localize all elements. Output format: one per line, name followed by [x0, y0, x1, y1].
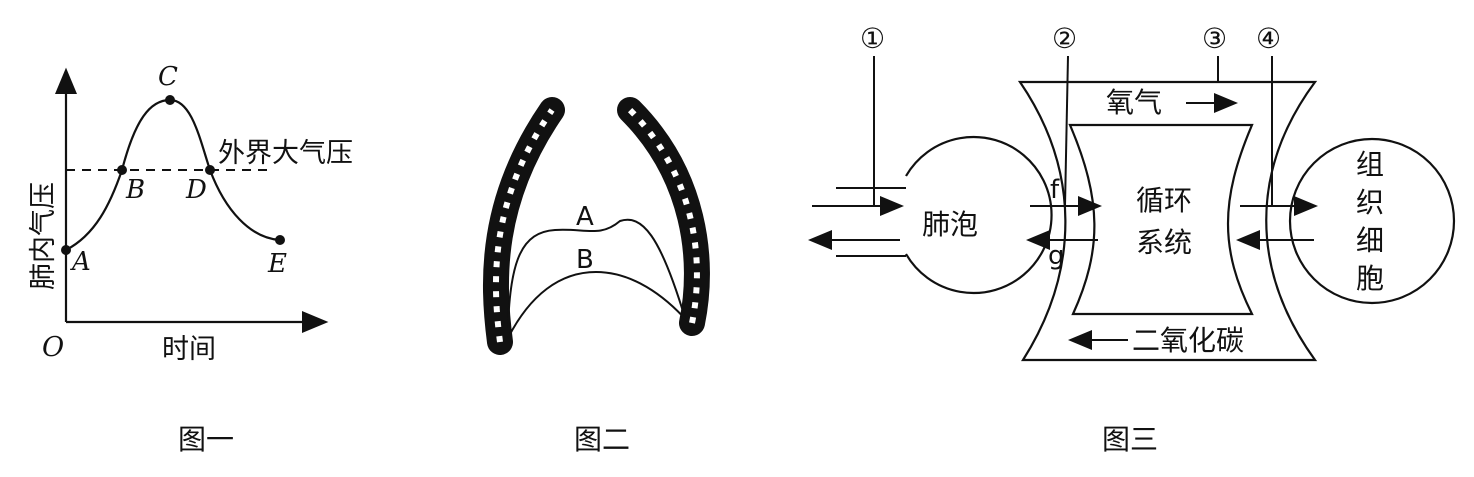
- figure-3-caption: 图三: [1102, 423, 1159, 456]
- left-rib-cage: [483, 97, 565, 355]
- oxygen-label: 氧气: [1106, 86, 1162, 119]
- tissue-cell-circle: [1288, 137, 1456, 305]
- point-b-label: B: [125, 175, 145, 205]
- point-e-label: E: [267, 249, 287, 279]
- diaphragm-a: [507, 218, 686, 329]
- circulatory-label-1: 循环: [1136, 184, 1192, 217]
- label-1: ①: [860, 22, 885, 55]
- alveoli-label: 肺泡: [922, 208, 978, 241]
- point-b-dot: [117, 165, 127, 175]
- g-label: g: [1048, 241, 1065, 271]
- point-d-dot: [205, 165, 215, 175]
- alveolus-circle: [905, 135, 1053, 295]
- label-4: ④: [1256, 22, 1281, 55]
- tissue-label-4: 胞: [1356, 262, 1384, 295]
- label-2: ②: [1052, 22, 1077, 55]
- figure-3-gas-exchange-diagram: ① ② ③ ④ 肺泡 循环 系统 氧气 二氧化碳 f g 组 织 细 胞: [808, 22, 1456, 362]
- point-a-dot: [61, 245, 71, 255]
- diaphragm-a-label: A: [576, 202, 594, 232]
- tissue-label-1: 组: [1356, 148, 1384, 181]
- diaphragm-b: [507, 270, 689, 339]
- pressure-curve: [65, 98, 281, 251]
- diaphragm-b-label: B: [576, 245, 594, 275]
- figure-1-pressure-graph: A B C D E O 外界大气压 时间 肺内气压: [28, 62, 353, 365]
- figure-2-caption: 图二: [574, 423, 631, 456]
- tissue-label-2: 织: [1356, 186, 1384, 219]
- y-axis-label: 肺内气压: [28, 182, 59, 290]
- point-c-label: C: [158, 62, 178, 92]
- atmospheric-pressure-label: 外界大气压: [218, 138, 353, 169]
- point-d-label: D: [185, 175, 207, 205]
- f-label: f: [1050, 175, 1060, 205]
- point-e-dot: [275, 235, 285, 245]
- left-rib-stripes: [493, 108, 555, 343]
- figure-1-caption: 图一: [178, 423, 235, 456]
- x-axis-label: 时间: [162, 334, 216, 365]
- tissue-label-3: 细: [1356, 224, 1384, 257]
- point-a-label: A: [70, 247, 91, 277]
- co2-label: 二氧化碳: [1132, 324, 1244, 357]
- leader-2: [1064, 55, 1069, 207]
- figure-2-chest-diagram: A B: [483, 97, 710, 355]
- circulatory-label-2: 系统: [1136, 226, 1192, 259]
- right-rib-cage: [617, 97, 710, 336]
- point-c-dot: [165, 95, 175, 105]
- circulatory-system-box: [1068, 123, 1254, 316]
- right-rib-stripes: [627, 107, 700, 324]
- origin-label: O: [42, 332, 64, 363]
- label-3: ③: [1202, 22, 1227, 55]
